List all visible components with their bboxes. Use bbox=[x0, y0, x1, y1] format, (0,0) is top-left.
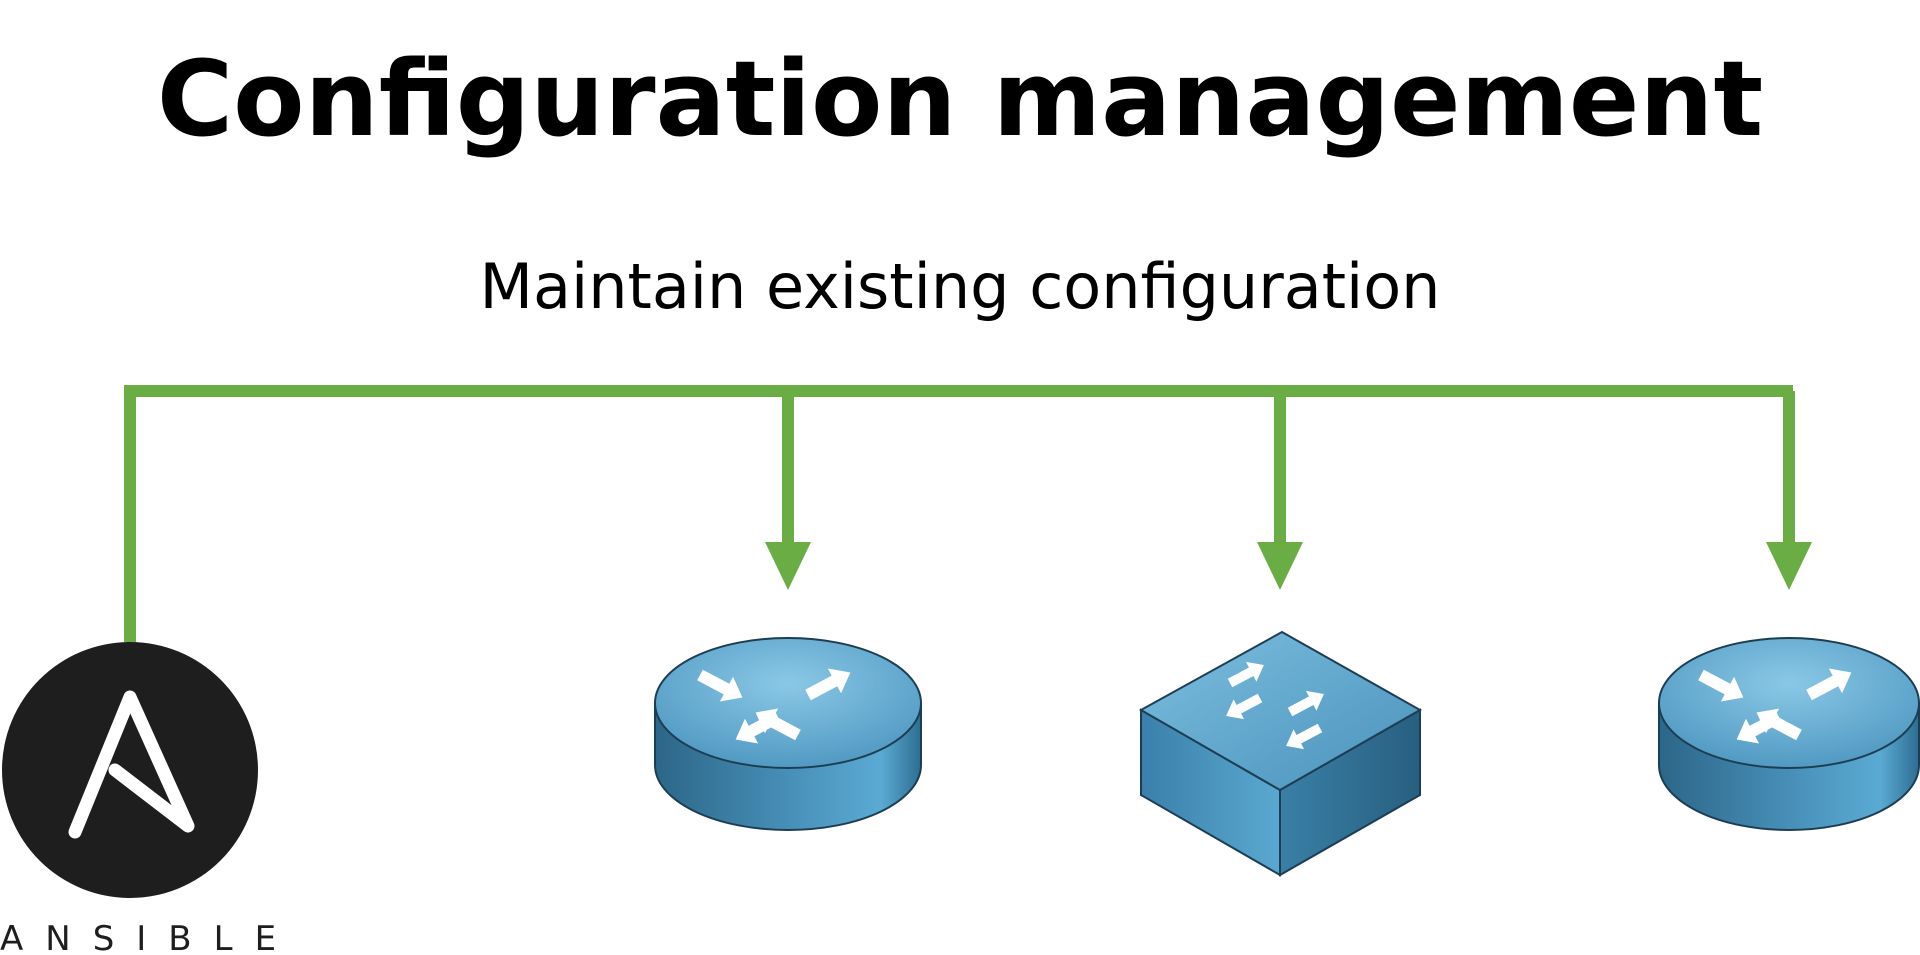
ansible-controller: ANSIBLE bbox=[0, 642, 298, 955]
arrowhead-device-1 bbox=[765, 542, 811, 590]
ansible-logo-icon bbox=[2, 642, 258, 898]
router-1 bbox=[654, 637, 922, 831]
connector-lines bbox=[124, 385, 1795, 642]
arrowhead-device-2 bbox=[1257, 542, 1303, 590]
arrowhead-device-3 bbox=[1766, 542, 1812, 590]
ansible-a-glyph bbox=[68, 690, 195, 839]
switch-device bbox=[1138, 630, 1423, 877]
page-subtitle: Maintain existing configuration bbox=[479, 250, 1441, 323]
page-title: Configuration management bbox=[156, 38, 1764, 160]
router-2 bbox=[1658, 637, 1920, 831]
ansible-label: ANSIBLE bbox=[0, 919, 298, 955]
arrowheads bbox=[765, 542, 1812, 590]
